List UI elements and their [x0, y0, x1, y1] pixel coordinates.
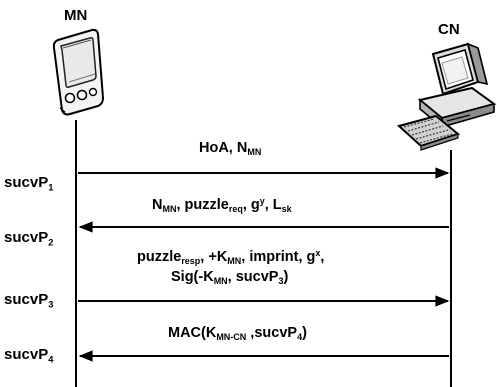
desktop-computer-icon [399, 44, 494, 150]
message-2-label: NMN, puzzlereq, gy, Lsk [152, 198, 292, 213]
step-label-2: sucvP2 [4, 230, 53, 245]
message-3-line-2: Sig(-KMN, sucvP3) [171, 270, 288, 285]
step-label-3: sucvP3 [4, 292, 53, 307]
message-3-line-1: puzzleresp, +KMN, imprint, gx, [137, 250, 324, 265]
step-label-1: sucvP1 [4, 175, 53, 190]
step-label-4: sucvP4 [4, 347, 53, 362]
mobile-phone-icon [54, 30, 103, 115]
message-1-label: HoA, NMN [199, 141, 261, 156]
actor-cn-label: CN [438, 22, 460, 37]
actor-mn-label: MN [64, 8, 87, 23]
message-4-label: MAC(KMN-CN ,sucvP4) [168, 326, 307, 341]
